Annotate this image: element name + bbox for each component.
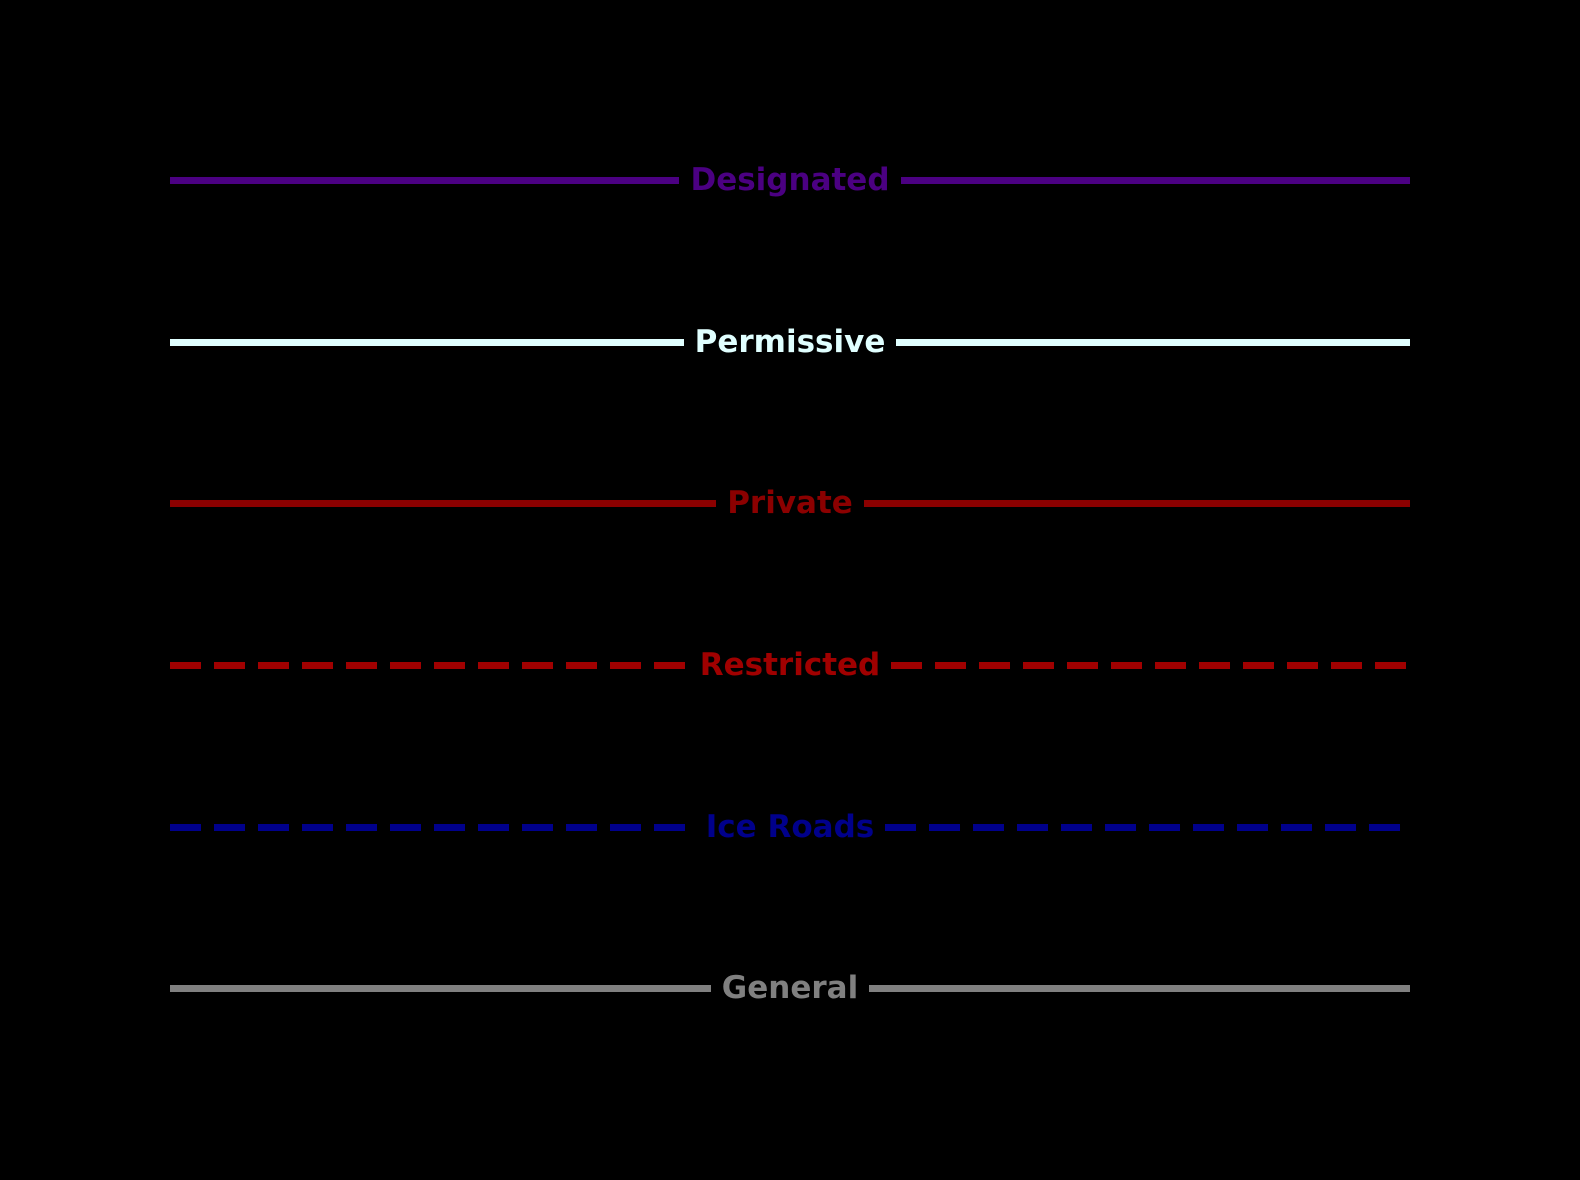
legend-item-private: Private	[170, 423, 1411, 585]
legend-line-left	[170, 500, 717, 508]
legend-item-permissive: Permissive	[170, 262, 1411, 424]
legend-label: Designated	[690, 162, 890, 199]
legend-label: Ice Roads	[705, 808, 875, 845]
legend-line-left	[170, 338, 684, 346]
legend-item-designated: Designated	[170, 100, 1410, 262]
legend-line-right	[869, 985, 1410, 993]
legend-line-right	[900, 177, 1410, 185]
legend-line-right	[885, 823, 1410, 831]
legend-line-right	[891, 662, 1410, 670]
legend-line-left	[170, 823, 695, 831]
legend-label: Permissive	[694, 323, 886, 360]
legend-item-restricted: Restricted	[170, 585, 1410, 747]
legend-label: Private	[727, 485, 853, 522]
legend-item-ice-roads: Ice Roads	[170, 746, 1410, 908]
map-legend: Designated Permissive Private Restricted…	[170, 100, 1411, 1070]
legend-line-right	[863, 500, 1411, 508]
legend-label: Restricted	[699, 647, 881, 684]
legend-item-general: General	[170, 908, 1410, 1070]
legend-line-left	[170, 662, 689, 670]
legend-line-left	[170, 177, 680, 185]
legend-label: General	[721, 970, 859, 1007]
legend-line-left	[170, 985, 711, 993]
legend-line-right	[896, 338, 1411, 346]
